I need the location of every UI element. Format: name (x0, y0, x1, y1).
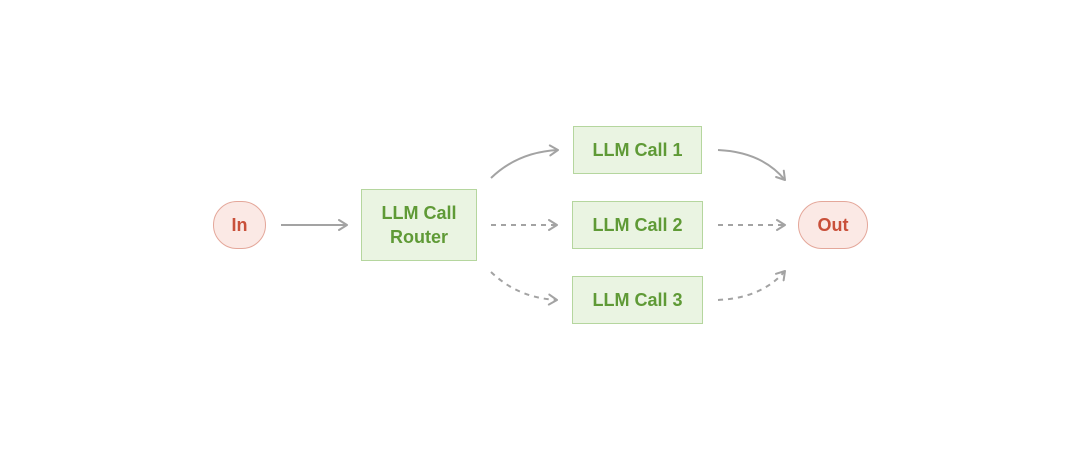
output-node-label: Out (817, 215, 849, 235)
input-node: In (213, 201, 266, 249)
router-node-label: LLM Call Router (381, 203, 457, 247)
router-node: LLM Call Router (361, 189, 477, 261)
edge-call1-to-out (717, 149, 786, 181)
llm-call-2-node: LLM Call 2 (572, 201, 703, 249)
edge-router-to-call3 (490, 271, 558, 306)
llm-call-3-label: LLM Call 3 (592, 290, 683, 310)
llm-call-1-label: LLM Call 1 (592, 140, 683, 160)
input-node-label: In (231, 215, 248, 235)
output-node: Out (798, 201, 868, 249)
edge-call3-to-out (717, 270, 786, 301)
llm-call-1-node: LLM Call 1 (573, 126, 702, 174)
llm-call-3-node: LLM Call 3 (572, 276, 703, 324)
llm-call-2-label: LLM Call 2 (592, 215, 683, 235)
edge-router-to-call1 (490, 144, 559, 179)
